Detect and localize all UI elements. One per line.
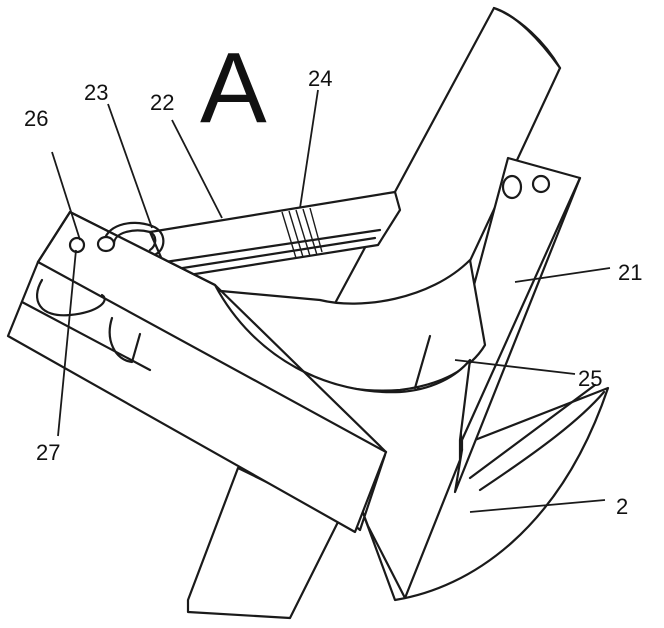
hook-part-23-inner — [112, 229, 157, 252]
band-part-24-1 — [281, 211, 297, 259]
leader-21 — [514, 267, 611, 283]
band-part-24-2 — [288, 210, 304, 258]
label-23: 23 — [84, 80, 108, 105]
hook-tip — [96, 235, 116, 253]
label-24: 24 — [308, 66, 332, 91]
leader-25 — [454, 359, 576, 375]
label-27: 27 — [36, 440, 60, 465]
leader-2 — [469, 499, 606, 513]
view-letter: A — [200, 32, 267, 144]
diagonal-bar-top-arc — [492, 6, 562, 70]
label-25: 25 — [578, 366, 602, 391]
hole-part-27 — [68, 236, 86, 254]
leader-23 — [107, 103, 153, 229]
clamp-inner-line — [20, 300, 152, 372]
leader-22 — [171, 119, 223, 219]
plate-part-21-edge — [460, 176, 582, 452]
band-part-24-4 — [302, 208, 318, 256]
cross-bar-line — [163, 228, 382, 264]
label-26: 26 — [24, 106, 48, 131]
arc-frame-inner-edge-2 — [468, 383, 597, 480]
label-22: 22 — [150, 90, 174, 115]
plate-rivet-1 — [501, 174, 523, 200]
leader-27 — [57, 249, 77, 437]
clamp-loop-2 — [108, 316, 142, 364]
label-21: 21 — [618, 260, 642, 285]
cross-bar-line-2 — [168, 236, 377, 272]
label-2: 2 — [616, 494, 628, 519]
arc-frame-inner-edge — [478, 390, 606, 492]
leader-26 — [51, 151, 81, 241]
crescent-inner-line — [413, 334, 432, 390]
band-part-24-3 — [295, 209, 311, 257]
plate-rivet-2 — [531, 174, 551, 194]
band-part-24-5 — [309, 207, 323, 253]
leader-24 — [299, 89, 319, 209]
clamp-top-face — [36, 210, 388, 454]
